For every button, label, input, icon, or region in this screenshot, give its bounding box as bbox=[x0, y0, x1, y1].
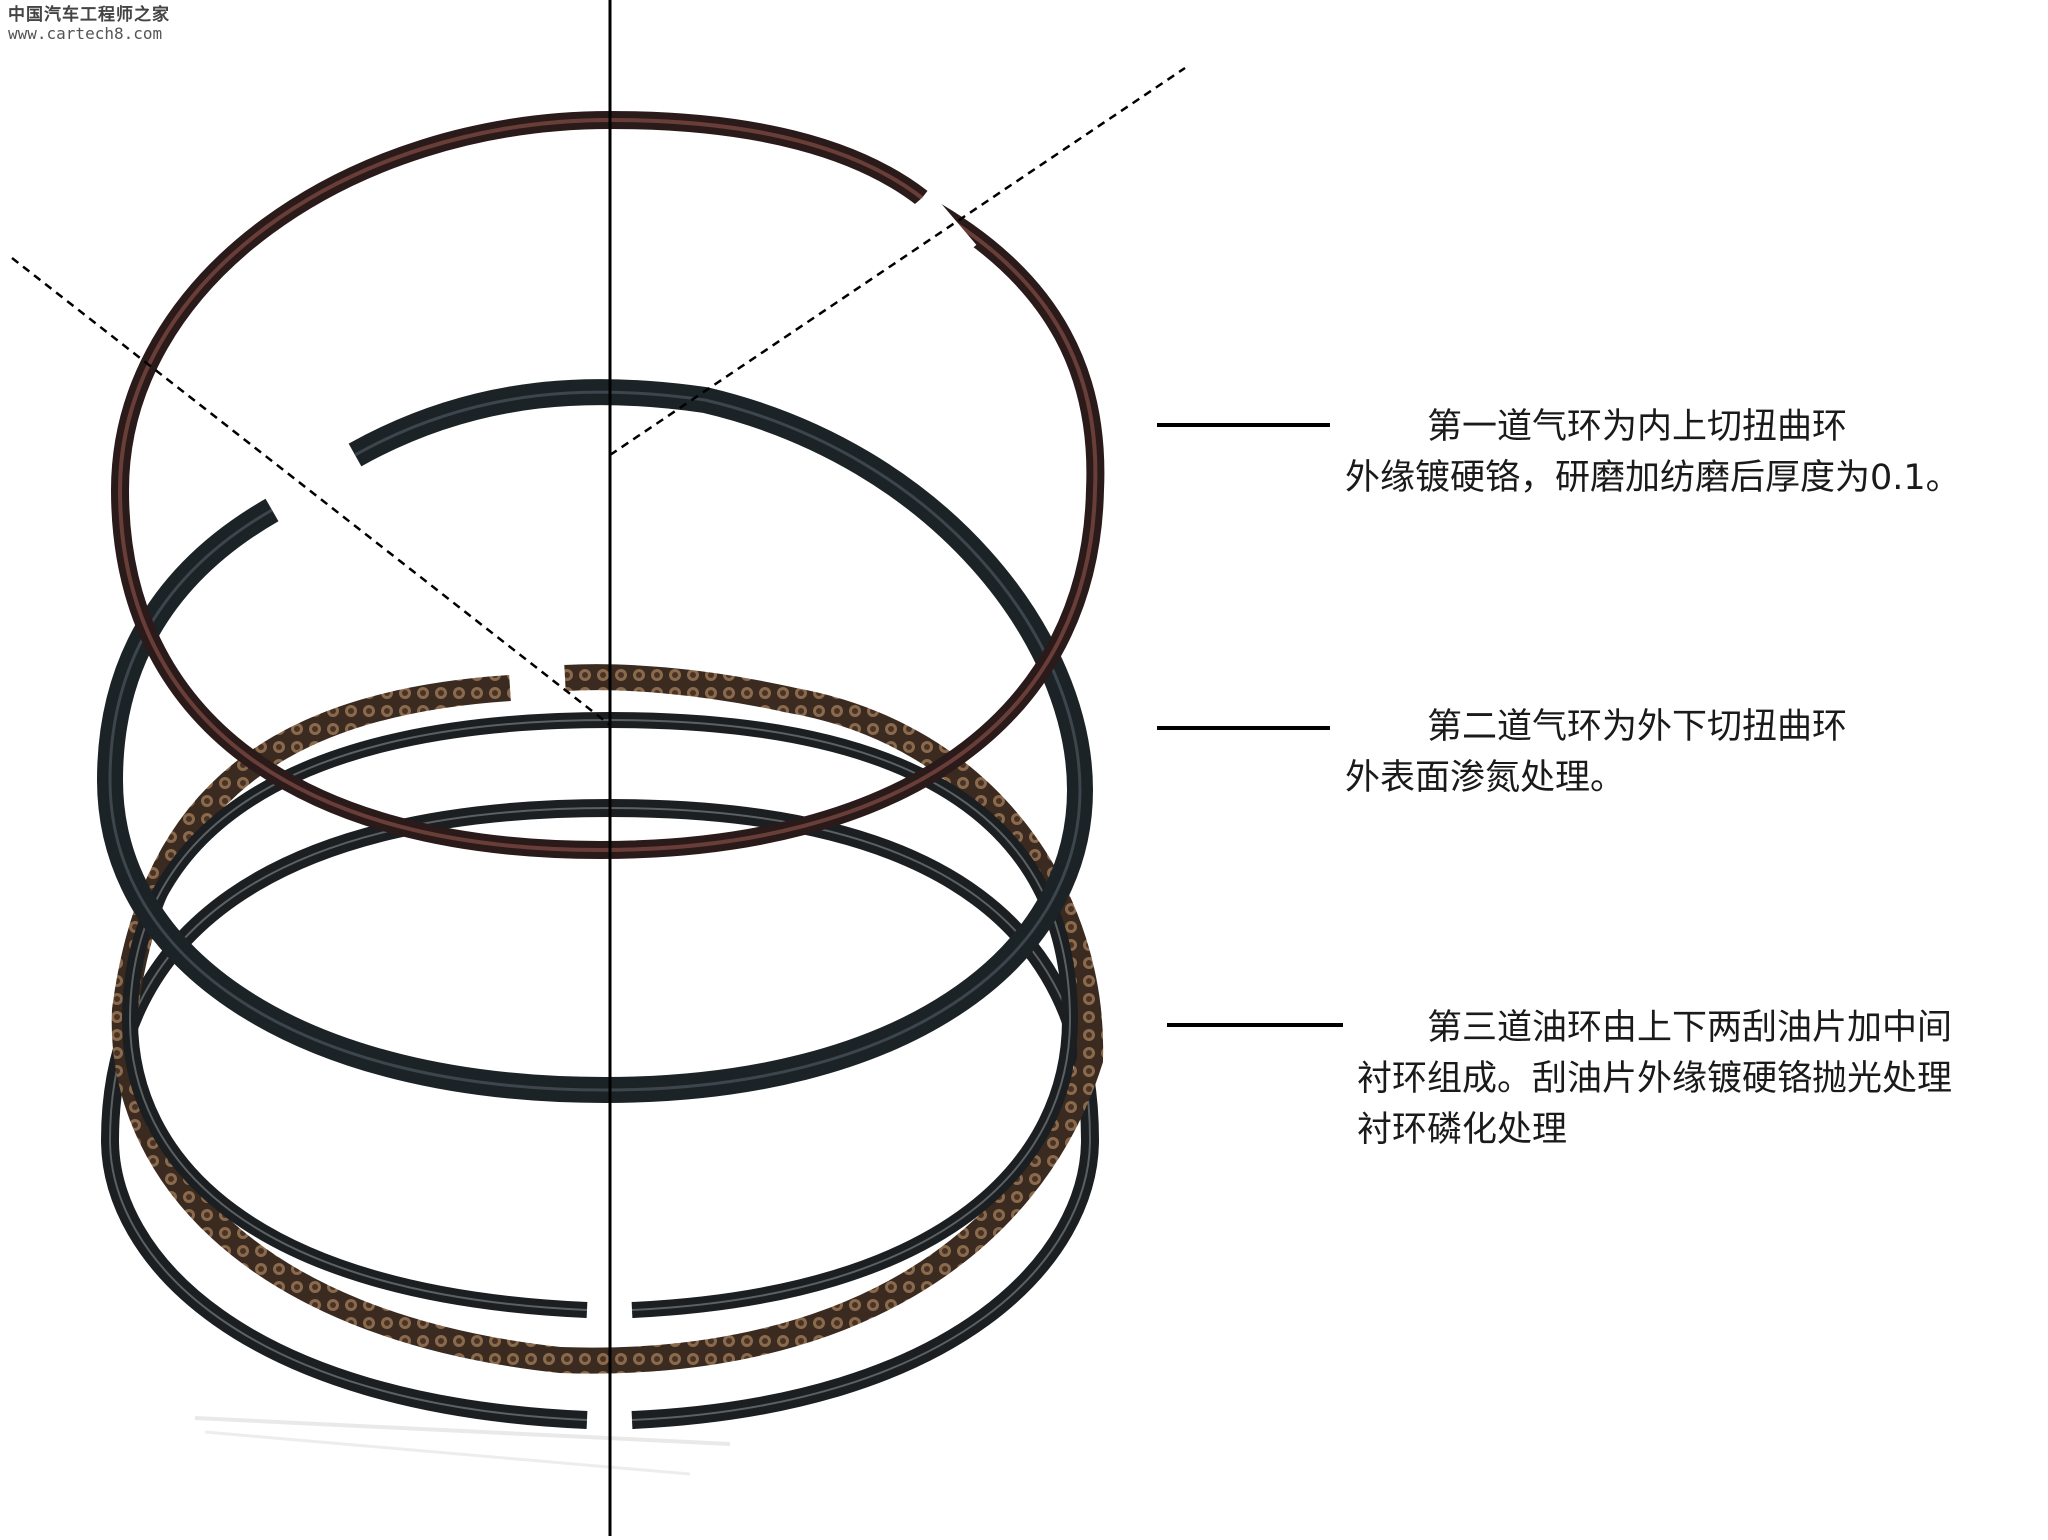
label-second-ring-line-2: 外表面渗氮处理。 bbox=[1345, 758, 1626, 798]
watermark-site-name: 中国汽车工程师之家 bbox=[8, 5, 170, 25]
label-top-ring-line-2: 外缘镀硬铬，研磨加纺磨后厚度为0.1。 bbox=[1345, 458, 1961, 498]
label-top-ring-line-1: 第一道气环为内上切扭曲环 bbox=[1427, 407, 1848, 447]
label-second-ring: 第二道气环为外下切扭曲环 外表面渗氮处理。 bbox=[1345, 702, 1847, 804]
top-compression-ring bbox=[110, 110, 1105, 860]
leader-lines bbox=[1157, 423, 1343, 1027]
watermark-url: www.cartech8.com bbox=[8, 23, 163, 43]
guide-lines bbox=[11, 0, 1186, 1536]
oil-ring-lower-rail bbox=[100, 798, 1100, 1429]
label-top-ring: 第一道气环为内上切扭曲环 外缘镀硬铬，研磨加纺磨后厚度为0.1。 bbox=[1345, 402, 1961, 504]
label-oil-ring: 第三道油环由上下两刮油片加中间 衬环组成。刮油片外缘镀硬铬抛光处理 衬环磷化处理 bbox=[1345, 1003, 1952, 1156]
dashed-gap-indicator-right bbox=[609, 66, 1186, 457]
watermark: 中国汽车工程师之家 www.cartech8.com bbox=[8, 6, 170, 42]
second-compression-ring bbox=[96, 379, 1094, 1104]
oil-control-ring-assembly bbox=[100, 664, 1104, 1429]
label-oil-ring-line-3: 衬环磷化处理 bbox=[1357, 1110, 1568, 1150]
label-oil-ring-line-2: 衬环组成。刮油片外缘镀硬铬抛光处理 bbox=[1357, 1059, 1953, 1099]
label-second-ring-line-1: 第二道气环为外下切扭曲环 bbox=[1427, 707, 1848, 747]
dashed-gap-indicator-left bbox=[11, 257, 611, 726]
label-oil-ring-line-1: 第三道油环由上下两刮油片加中间 bbox=[1427, 1008, 1953, 1048]
